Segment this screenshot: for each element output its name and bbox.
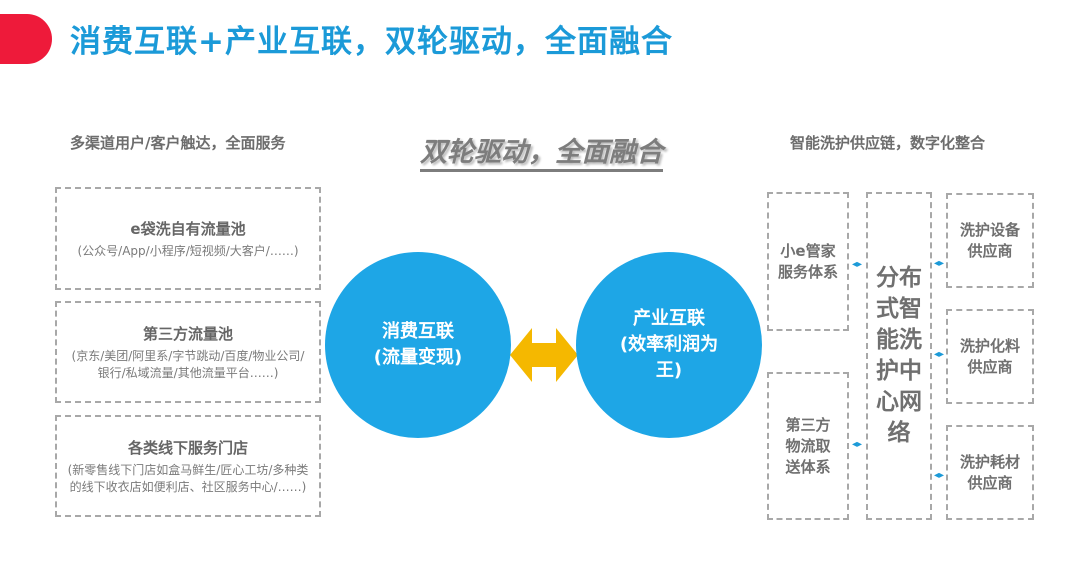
box-detail: (新零售线下门店如盒马鲜生/匠心工坊/多种类的线下收衣店如便利店、社区服务中心/… — [67, 462, 309, 494]
circle-sublabel: (流量变现) — [373, 347, 463, 368]
hub-box: 分布式智能洗护中心网络 — [866, 192, 932, 520]
box-heading: e袋洗自有流量池 — [130, 219, 246, 238]
double-arrow-icon — [510, 328, 578, 382]
title-accent-bar — [0, 14, 52, 64]
box-label: 洗护设备供应商 — [959, 220, 1020, 260]
box-label: 洗护耗材供应商 — [959, 452, 1020, 492]
box-detail: (京东/美团/阿里系/字节跳动/百度/物业公司/银行/私域流量/其他流量平台……… — [71, 348, 305, 380]
supplier-box-consumables: 洗护耗材供应商 — [946, 425, 1034, 520]
right-subtitle: 智能洗护供应链，数字化整合 — [790, 134, 986, 152]
center-title: 双轮驱动，全面融合 — [420, 130, 663, 172]
circle-label: 消费互联 — [381, 321, 454, 342]
box-heading: 各类线下服务门店 — [127, 438, 248, 457]
bidirectional-arrow-icon: ◂▸ — [933, 258, 945, 269]
box-heading: 第三方流量池 — [142, 324, 233, 343]
industrial-internet-circle: 产业互联 (效率利润为王) — [576, 252, 762, 438]
supplier-box-chemicals: 洗护化料供应商 — [946, 309, 1034, 404]
traffic-box-third-party: 第三方流量池 (京东/美团/阿里系/字节跳动/百度/物业公司/银行/私域流量/其… — [55, 301, 321, 403]
service-box-butler: 小e管家服务体系 — [767, 192, 849, 331]
bidirectional-arrow-icon: ◂▸ — [851, 259, 863, 270]
circle-label: 产业互联 — [633, 308, 705, 329]
bidirectional-arrow-icon: ◂▸ — [933, 349, 945, 360]
circle-sublabel: (效率利润为王) — [619, 334, 719, 381]
box-detail: (公众号/App/小程序/短视频/大客户/……) — [77, 243, 299, 258]
supplier-box-equipment: 洗护设备供应商 — [946, 193, 1034, 288]
page-title: 消费互联+产业互联，双轮驱动，全面融合 — [70, 24, 673, 60]
box-label: 第三方物流取送体系 — [785, 415, 831, 476]
box-label: 洗护化料供应商 — [959, 336, 1020, 376]
left-subtitle: 多渠道用户/客户触达，全面服务 — [70, 134, 286, 152]
traffic-box-offline: 各类线下服务门店 (新零售线下门店如盒马鲜生/匠心工坊/多种类的线下收衣店如便利… — [55, 415, 321, 517]
bidirectional-arrow-icon: ◂▸ — [851, 439, 863, 450]
bidirectional-arrow-icon: ◂▸ — [933, 470, 945, 481]
box-label: 小e管家服务体系 — [778, 241, 839, 281]
hub-label: 分布式智能洗护中心网络 — [876, 265, 922, 446]
consumer-internet-circle: 消费互联 (流量变现) — [325, 252, 511, 438]
service-box-logistics: 第三方物流取送体系 — [767, 372, 849, 520]
traffic-box-own: e袋洗自有流量池 (公众号/App/小程序/短视频/大客户/……) — [55, 187, 321, 290]
